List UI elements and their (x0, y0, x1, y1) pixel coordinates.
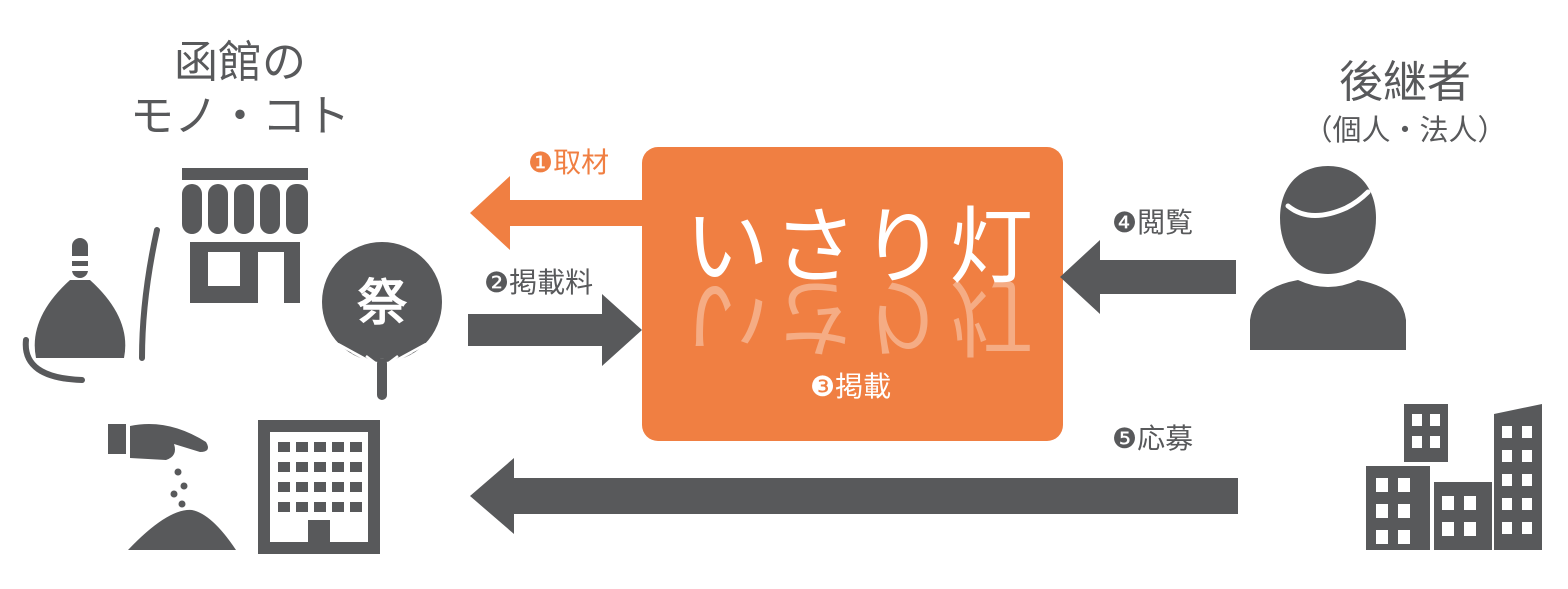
right-group-subtitle: （個人・法人） (1303, 113, 1507, 147)
step1-label: ❶取材 (528, 146, 610, 179)
step5-label: ❺応募 (1112, 422, 1194, 455)
isaribi-logo: いさり灯 (685, 198, 1038, 296)
step2-label: ❷掲載料 (484, 266, 594, 299)
festival-fan-icon: 祭 (322, 242, 442, 400)
isaribi-logo-reflection: いさり灯 (685, 267, 1038, 365)
fan-label: 祭 (357, 274, 408, 332)
step5-arrow (470, 458, 1238, 534)
hand-sowing-icon (108, 424, 236, 550)
step3-label: ❸掲載 (810, 370, 892, 403)
left-title-line2: モノ・コト (130, 91, 350, 142)
bell-icon (22, 227, 160, 383)
step2-arrow (468, 294, 642, 366)
isaribi-platform-box (642, 147, 1063, 441)
office-building-icon (258, 420, 380, 554)
shop-icon (182, 168, 308, 303)
right-group-title: 後継者 (1339, 57, 1471, 108)
city-buildings-icon (1366, 404, 1542, 550)
left-title-line1: 函館の (174, 37, 306, 88)
step4-label: ❹閲覧 (1112, 206, 1194, 239)
step4-arrow (1060, 240, 1236, 314)
left-group-title: 函館の モノ・コト (80, 36, 400, 144)
person-icon (1250, 166, 1406, 350)
step1-arrow (470, 176, 642, 250)
